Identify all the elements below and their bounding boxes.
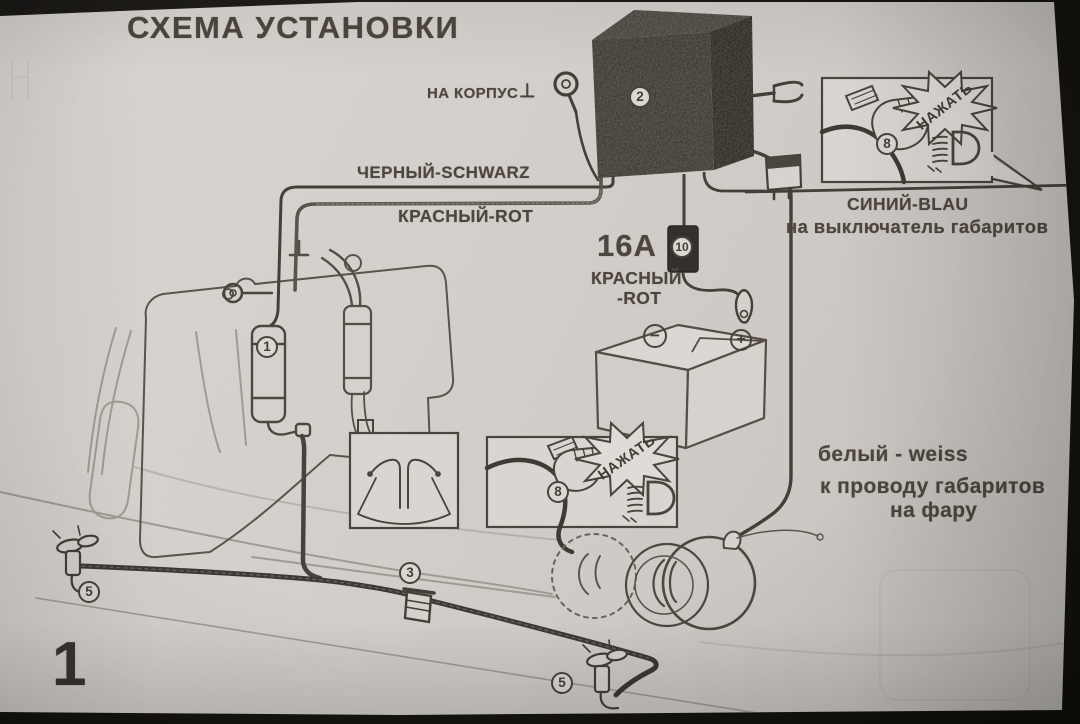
callout-switch-mid: 8 xyxy=(547,481,569,503)
battery-plus-terminal: + xyxy=(730,329,752,351)
callout-relay: 2 xyxy=(629,86,651,108)
blue-wire-destination: на выключатель габаритов xyxy=(786,216,1049,237)
white-wire-destination-1: к проводу габаритов xyxy=(820,475,1046,498)
ground-label: НА КОРПУС xyxy=(427,85,519,102)
fuse-wire-color-label2: -ROT xyxy=(617,288,662,308)
battery-minus-terminal: − xyxy=(643,324,667,348)
red-wire-label: КРАСНЫЙ-ROT xyxy=(398,206,534,226)
callout-nozzle-left: 5 xyxy=(78,581,100,603)
callout-pump: 1 xyxy=(256,336,278,358)
white-wire-destination-2: на фару xyxy=(890,499,978,522)
page-title: СХЕМА УСТАНОВКИ xyxy=(127,10,460,45)
callout-fuse: 10 xyxy=(671,236,693,258)
callout-tee: 3 xyxy=(399,562,421,584)
ground-symbol: ⊥ xyxy=(519,81,536,102)
fuse-wire-color-label: КРАСНЫЙ xyxy=(591,268,682,288)
callout-switch-top: 8 xyxy=(876,133,898,155)
black-wire-label: ЧЕРНЫЙ-SCHWARZ xyxy=(357,163,530,182)
callout-nozzle-bottom: 5 xyxy=(551,672,573,694)
white-wire-label: белый - weiss xyxy=(818,443,968,466)
fuse-rating-label: 16А xyxy=(597,228,657,263)
blue-wire-label: СИНИЙ-BLAU xyxy=(847,194,969,214)
figure-number: 1 xyxy=(52,630,87,699)
